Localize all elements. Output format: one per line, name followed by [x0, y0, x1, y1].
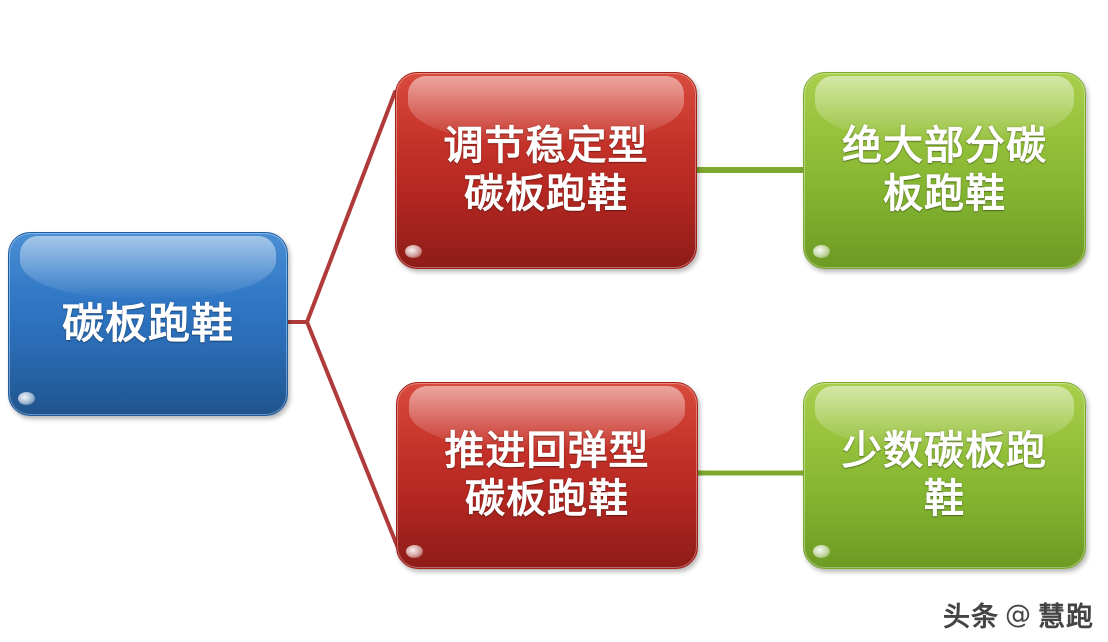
node-middle-propulsion-type-label: 推进回弹型 碳板跑鞋 — [444, 428, 650, 522]
node-leaf-majority-label: 绝大部分碳 板跑鞋 — [842, 123, 1047, 217]
watermark-platform: 头条 — [943, 602, 999, 633]
watermark-account: 慧跑 — [1038, 602, 1094, 633]
connector-root-to-mid-bottom — [286, 320, 400, 550]
at-symbol-icon: @ — [1005, 599, 1032, 630]
connector-root-to-mid-top — [286, 90, 397, 324]
node-root-carbon-plate-shoes[interactable]: 碳板跑鞋 — [8, 232, 288, 416]
watermark: 头条 @ 慧跑 — [943, 595, 1094, 634]
node-leaf-minority-label: 少数碳板跑 鞋 — [842, 428, 1047, 522]
node-leaf-minority[interactable]: 少数碳板跑 鞋 — [803, 382, 1086, 569]
node-middle-propulsion-type[interactable]: 推进回弹型 碳板跑鞋 — [396, 382, 698, 569]
node-middle-stability-type-label: 调节稳定型 碳板跑鞋 — [443, 123, 649, 217]
node-root-label: 碳板跑鞋 — [61, 299, 234, 349]
node-leaf-majority[interactable]: 绝大部分碳 板跑鞋 — [803, 72, 1086, 269]
node-middle-stability-type[interactable]: 调节稳定型 碳板跑鞋 — [395, 72, 697, 269]
